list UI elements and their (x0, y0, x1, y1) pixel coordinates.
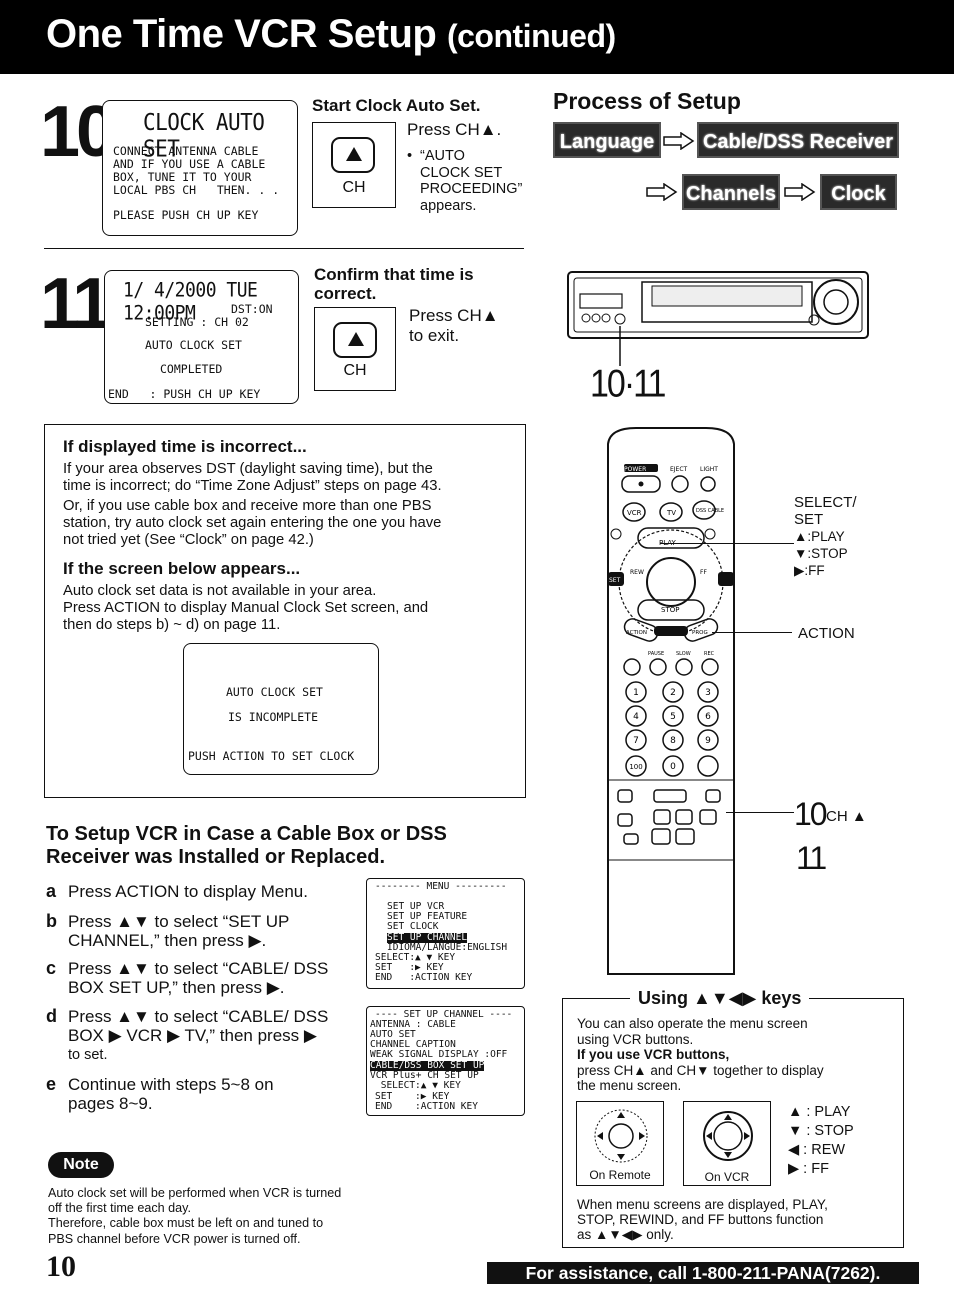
svg-text:8: 8 (670, 736, 676, 746)
using-keys-footnote: When menu screens are displayed, PLAY, S… (577, 1197, 828, 1242)
using-keys-title: Using ▲▼◀▶ keys (630, 988, 810, 1009)
svg-text:REW: REW (630, 569, 644, 576)
svg-text:DSS CABLE: DSS CABLE (696, 508, 724, 514)
ch-up-callout: CH ▲ (826, 808, 867, 825)
svg-text:EJECT: EJECT (670, 466, 688, 473)
osd-footer: PLEASE PUSH CH UP KEY (113, 208, 259, 222)
osd-line: AND IF YOU USE A CABLE (113, 157, 266, 171)
remote-dpad-icon (594, 1109, 648, 1163)
step-e: e Continue with steps 5~8 on pages 8~9. (46, 1074, 274, 1113)
key-legend: ▲ : PLAY ▼ : STOP ◀ : REW ▶ : FF (788, 1104, 854, 1177)
note-text: Auto clock set will be performed when VC… (48, 1186, 342, 1246)
highlighted-item: CABLE/DSS BOX SET UP (370, 1060, 485, 1071)
svg-text:100: 100 (629, 763, 642, 771)
highlighted-item: SET UP CHANNEL (387, 932, 468, 943)
action-callout: ACTION (798, 625, 855, 642)
arrow-right-icon (663, 132, 695, 150)
svg-text:LIGHT: LIGHT (700, 466, 718, 473)
process-step-clock: Clock (820, 174, 897, 210)
osd-line: LOCAL PBS CH THEN. . . (113, 183, 280, 197)
svg-text:ACTION: ACTION (626, 630, 647, 636)
triangle-up-icon (346, 147, 362, 161)
svg-text:POWER: POWER (624, 466, 646, 473)
page-number: 10 (46, 1250, 76, 1283)
step-11-press: Press CH▲ to exit. (409, 306, 499, 345)
process-title: Process of Setup (553, 88, 741, 114)
paragraph: Auto clock set data is not available in … (63, 583, 429, 633)
note-badge: Note (48, 1152, 114, 1178)
osd-line: CONNECT ANTENNA CABLE (113, 144, 259, 158)
callout-line (726, 812, 794, 813)
triangle-up-icon (348, 332, 364, 346)
svg-text:FF: FF (700, 569, 707, 576)
divider (44, 248, 524, 249)
ch-up-button[interactable]: CH (314, 307, 396, 391)
callout-step-10: 10 (794, 796, 828, 832)
process-step-language: Language (553, 122, 661, 158)
svg-text:TV: TV (666, 509, 676, 517)
assistance-banner: For assistance, call 1-800-211-PANA(7262… (487, 1262, 919, 1284)
step-11-heading: Confirm that time is correct. (314, 265, 474, 303)
svg-text:9: 9 (705, 736, 711, 746)
svg-text:4: 4 (633, 712, 639, 722)
page-title: One Time VCR Setup (continued) (46, 12, 616, 56)
page-header: One Time VCR Setup (continued) (0, 0, 954, 74)
osd-title: CLOCK AUTO SET (143, 109, 265, 162)
callout-line (660, 543, 794, 544)
vcr-illustration (567, 271, 869, 366)
svg-text:5: 5 (670, 712, 676, 722)
screen-appears-heading: If the screen below appears... (63, 559, 301, 578)
step-a: a Press ACTION to display Menu. (46, 881, 308, 901)
osd-footer: END : PUSH CH UP KEY (108, 387, 261, 401)
osd-line: BOX, TUNE IT TO YOUR (113, 170, 252, 184)
svg-text:REC: REC (704, 651, 715, 657)
arrow-right-icon (784, 183, 816, 201)
svg-text:2: 2 (670, 688, 676, 698)
paragraph: If your area observes DST (daylight savi… (63, 461, 442, 494)
step-c: c Press ▲▼ to select “CABLE/ DSS BOX SET… (46, 958, 329, 997)
step-10-press: Press CH▲. (407, 120, 502, 139)
ch-up-button[interactable]: CH (312, 122, 396, 208)
process-step-channels: Channels (682, 174, 780, 210)
svg-text:VCR: VCR (627, 509, 642, 517)
menu-screen: -------- MENU --------- SET UP VCR SET U… (366, 878, 525, 989)
incomplete-osd: AUTO CLOCK SET IS INCOMPLETE PUSH ACTION… (183, 643, 379, 775)
svg-text:PAUSE: PAUSE (648, 651, 664, 657)
svg-text:3: 3 (705, 688, 711, 698)
step-10-note: “AUTO CLOCK SET PROCEEDING” appears. (420, 148, 523, 214)
svg-text:0: 0 (670, 762, 676, 772)
step-10-osd: CLOCK AUTO SET CONNECT ANTENNA CABLE AND… (102, 100, 298, 236)
on-remote-panel: On Remote (576, 1101, 664, 1186)
paragraph: Or, if you use cable box and receive mor… (63, 498, 442, 548)
step-10-heading: Start Clock Auto Set. (312, 96, 481, 115)
incorrect-heading: If displayed time is incorrect... (63, 437, 307, 456)
step-d: d Press ▲▼ to select “CABLE/ DSS BOX ▶ V… (46, 1006, 329, 1063)
step-11-number: 11 (40, 264, 112, 344)
svg-text:STOP: STOP (661, 606, 679, 614)
incorrect-time-box: If displayed time is incorrect... If you… (44, 424, 526, 798)
callout-line (712, 632, 792, 633)
using-keys-text: You can also operate the menu screen usi… (577, 1016, 824, 1093)
remote-control-illustration: POWER EJECT LIGHT VCR TV DSS CABLE PLAY … (607, 427, 735, 975)
process-step-cable: Cable/DSS Receiver (697, 122, 899, 158)
arrow-right-icon (646, 183, 678, 201)
select-set-callout: SELECT/ SET ▲:PLAY ▼:STOP ▶:FF (794, 494, 857, 578)
svg-text:SLOW: SLOW (676, 651, 691, 657)
svg-text:7: 7 (633, 736, 639, 746)
setup-channel-screen: ---- SET UP CHANNEL ---- ANTENNA : CABLE… (366, 1006, 525, 1116)
callout-step-11: 11 (796, 840, 827, 876)
vcr-jog-icon (703, 1111, 753, 1161)
svg-text:SET: SET (609, 577, 621, 584)
svg-text:PROG: PROG (692, 630, 708, 636)
svg-text:1: 1 (633, 688, 639, 698)
step-11-osd: 1/ 4/2000 TUE 12:00PM DST:ON SETTING : C… (104, 270, 299, 404)
svg-text:6: 6 (705, 712, 711, 722)
osd-title: 1/ 4/2000 TUE 12:00PM (123, 279, 258, 326)
vcr-step-label: 10·11 (590, 362, 666, 406)
cable-setup-title: To Setup VCR in Case a Cable Box or DSS … (46, 823, 447, 868)
step-b: b Press ▲▼ to select “SET UP CHANNEL,” t… (46, 911, 290, 950)
on-vcr-panel: On VCR (683, 1101, 771, 1186)
